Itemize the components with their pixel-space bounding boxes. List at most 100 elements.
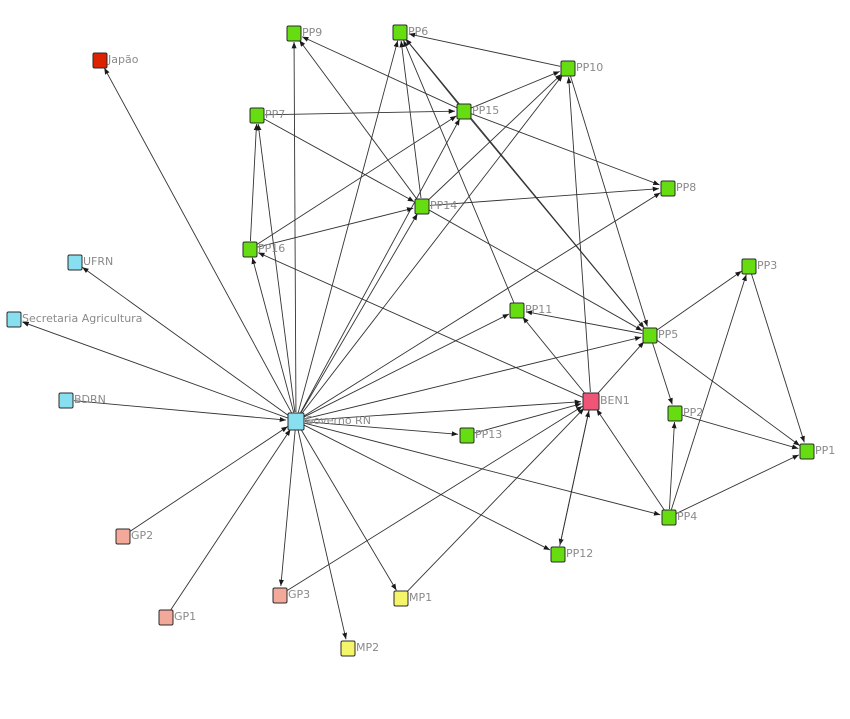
node-pp16[interactable]: PP16 [242,241,285,258]
edge-pp4-pp3 [671,274,747,510]
node-box-ufrn[interactable] [67,254,83,271]
node-label-pp13: PP13 [475,428,502,441]
node-pp11[interactable]: PP11 [509,302,552,319]
node-gp3[interactable]: GP3 [272,587,310,604]
edge-gov-pp11 [303,313,510,418]
node-box-pp7[interactable] [249,107,265,124]
node-box-pp16[interactable] [242,241,258,258]
edge-pp14-pp9 [298,39,418,200]
node-box-secag[interactable] [6,311,22,328]
node-pp5[interactable]: PP5 [642,327,678,344]
node-pp4[interactable]: PP4 [661,509,697,526]
node-box-pp13[interactable] [459,427,475,444]
edge-gov-mp1 [300,428,397,591]
node-pp6[interactable]: PP6 [392,24,428,41]
node-label-gp1: GP1 [174,610,196,623]
edge-pp15-pp8 [471,113,660,186]
edge-pp2-pp1 [682,414,799,450]
node-box-gp1[interactable] [158,609,174,626]
node-pp1[interactable]: PP1 [799,443,835,460]
node-pp10[interactable]: PP10 [560,60,603,77]
node-gov[interactable]: Governo RN [287,412,371,431]
node-pp2[interactable]: PP2 [667,405,703,422]
edge-gov-japao [103,67,293,414]
node-box-pp3[interactable] [741,258,757,275]
node-ben1[interactable]: BEN1 [582,392,630,411]
node-mp2[interactable]: MP2 [340,640,379,657]
node-box-pp12[interactable] [550,546,566,563]
edge-gp1-gov [170,429,291,611]
node-label-pp16: PP16 [258,242,285,255]
node-label-pp3: PP3 [757,259,777,272]
edge-pp15-pp10 [471,71,560,109]
edge-gov-ben1 [304,399,582,421]
edge-gov-mp2 [297,429,348,640]
edge-pp4-pp1 [676,454,800,514]
node-box-ben1[interactable] [582,392,600,411]
node-label-gp2: GP2 [131,529,153,542]
node-box-gov[interactable] [287,412,305,431]
node-label-ufrn: UFRN [83,255,113,268]
node-pp3[interactable]: PP3 [741,258,777,275]
node-box-pp15[interactable] [456,103,472,120]
node-box-mp2[interactable] [340,640,356,657]
edge-pp14-pp6 [399,40,422,199]
node-ufrn[interactable]: UFRN [67,254,113,271]
node-pp12[interactable]: PP12 [550,546,593,563]
edge-pp14-pp8 [429,186,660,206]
node-label-pp15: PP15 [472,104,499,117]
edge-gov-secag [22,321,288,419]
node-box-pp1[interactable] [799,443,815,460]
edge-pp5-pp1 [656,339,801,447]
node-box-pp8[interactable] [660,180,676,197]
edge-gov-pp10 [301,74,563,415]
node-label-pp6: PP6 [408,25,428,38]
node-box-bdrn[interactable] [58,392,74,409]
edge-pp13-ben1 [474,402,582,434]
edge-pp12-ben1 [559,410,591,547]
node-box-pp9[interactable] [286,25,302,42]
node-box-pp2[interactable] [667,405,683,422]
node-box-japao[interactable] [92,52,108,69]
node-label-pp5: PP5 [658,328,678,341]
node-pp15[interactable]: PP15 [456,103,499,120]
edge-gov-pp6 [297,40,399,413]
node-box-mp1[interactable] [393,590,409,607]
node-box-pp10[interactable] [560,60,576,77]
node-label-pp7: PP7 [265,108,285,121]
edge-mp1-ben1 [406,407,585,593]
node-box-pp6[interactable] [392,24,408,41]
edge-pp14-pp5 [428,209,643,331]
node-box-gp3[interactable] [272,587,288,604]
node-pp9[interactable]: PP9 [286,25,322,42]
node-japao[interactable]: Japão [92,52,139,69]
edge-gov-gp3 [278,429,296,587]
edge-pp5-pp6 [405,38,646,330]
node-box-pp4[interactable] [661,509,677,526]
node-mp1[interactable]: MP1 [393,590,432,607]
node-pp7[interactable]: PP7 [249,107,285,124]
node-pp13[interactable]: PP13 [459,427,502,444]
node-pp14[interactable]: PP14 [414,198,457,215]
edge-pp5-pp11 [525,310,643,334]
edge-pp16-pp7 [249,123,259,242]
edge-ben1-pp5 [596,341,645,395]
node-box-pp14[interactable] [414,198,430,215]
node-secag[interactable]: Secretaria Agricultura [6,311,142,328]
node-box-pp11[interactable] [509,302,525,319]
edge-pp5-pp3 [656,270,742,331]
edge-pp16-pp15 [256,115,457,246]
node-label-secag: Secretaria Agricultura [22,312,142,325]
node-bdrn[interactable]: BDRN [58,392,106,409]
node-pp8[interactable]: PP8 [660,180,696,197]
edge-ben1-pp16 [258,252,583,398]
node-label-pp4: PP4 [677,510,697,523]
node-gp2[interactable]: GP2 [115,528,153,545]
edge-gov-pp15 [299,118,461,414]
edge-ben1-pp11 [522,316,586,395]
node-gp1[interactable]: GP1 [158,609,196,626]
node-box-pp5[interactable] [642,327,658,344]
node-box-gp2[interactable] [115,528,131,545]
